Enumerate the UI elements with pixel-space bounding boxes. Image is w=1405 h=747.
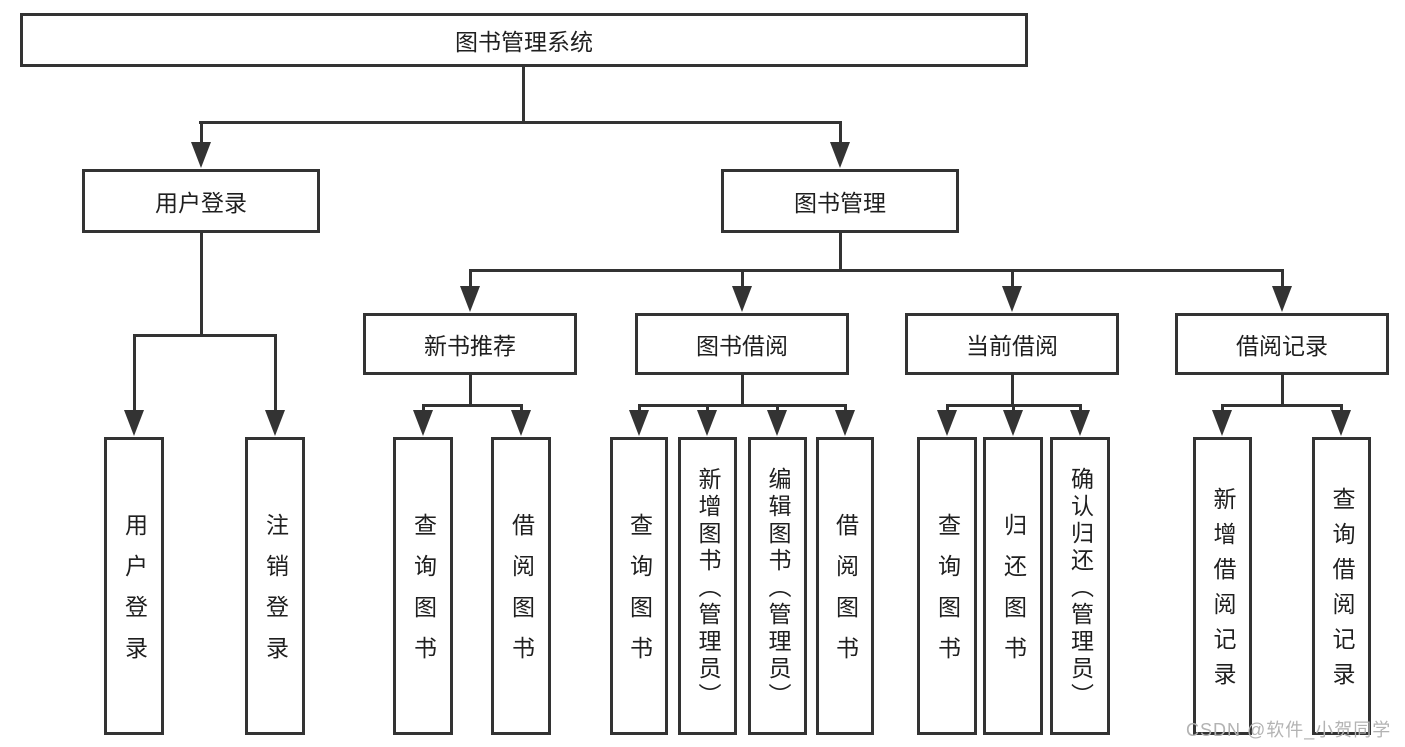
edge-book-management-stem	[839, 233, 842, 271]
leaf-bb-query-books-label: 查询图书	[626, 513, 653, 677]
node-current-borrowing-label: 当前借阅	[966, 333, 1058, 359]
arrow-leaf-logout	[265, 410, 285, 436]
arrow-cb-return-book	[1003, 410, 1023, 436]
node-book-borrowing-label: 图书借阅	[696, 333, 788, 359]
edge-borrowing-records-stem	[1281, 375, 1284, 406]
csdn-watermark: CSDN @软件_小贺同学	[1186, 720, 1392, 740]
edge-level1-connector	[199, 121, 842, 124]
node-book-management: 图书管理	[721, 169, 959, 233]
edge-book-borrowing-connector	[639, 404, 845, 407]
edge-drop-borrowing-records	[1281, 269, 1284, 289]
edge-user-login-stem	[200, 233, 203, 336]
leaf-user-login-label: 用户登录	[121, 513, 148, 677]
leaf-nbr-borrow-books-label: 借阅图书	[508, 513, 535, 677]
node-new-book-recommend: 新书推荐	[363, 313, 577, 375]
node-book-management-label: 图书管理	[794, 190, 886, 216]
arrow-new-book-recommend	[460, 286, 480, 312]
leaf-bb-query-books: 查询图书	[610, 437, 668, 735]
leaf-cb-confirm-return-admin: 确认归还（管理员）	[1050, 437, 1110, 735]
leaf-br-query-borrow-record: 查询借阅记录	[1312, 437, 1371, 735]
node-new-book-recommend-label: 新书推荐	[424, 333, 516, 359]
edge-level2-connector	[470, 269, 1282, 272]
edge-drop-user-login	[200, 121, 203, 147]
edge-drop-book-management	[839, 121, 842, 147]
leaf-br-add-borrow-record-label: 新增借阅记录	[1210, 487, 1236, 697]
arrow-cb-query-books	[937, 410, 957, 436]
leaf-cb-return-book: 归还图书	[983, 437, 1043, 735]
leaf-bb-borrow-books-label: 借阅图书	[832, 513, 859, 677]
edge-root-stem	[522, 67, 525, 123]
leaf-cb-query-books: 查询图书	[917, 437, 977, 735]
arrow-current-borrowing	[1002, 286, 1022, 312]
leaf-cb-return-book-label: 归还图书	[1000, 513, 1027, 677]
arrow-nbr-query-books	[413, 410, 433, 436]
leaf-logout-login-label: 注销登录	[262, 513, 289, 677]
edge-current-borrowing-stem	[1011, 375, 1014, 406]
leaf-bb-edit-book-admin-label: 编辑图书（管理员）	[765, 466, 791, 710]
node-current-borrowing: 当前借阅	[905, 313, 1119, 375]
leaf-nbr-query-books-label: 查询图书	[410, 513, 437, 677]
arrow-book-management	[830, 142, 850, 168]
node-book-borrowing: 图书借阅	[635, 313, 849, 375]
arrow-leaf-user-login	[124, 410, 144, 436]
edge-user-login-connector	[134, 334, 275, 337]
arrow-borrowing-records	[1272, 286, 1292, 312]
arrow-br-query-record	[1331, 410, 1351, 436]
leaf-br-query-borrow-record-label: 查询借阅记录	[1329, 487, 1355, 697]
leaf-logout-login: 注销登录	[245, 437, 305, 735]
edge-drop-new-book-recommend	[469, 269, 472, 289]
arrow-bb-add-book	[697, 410, 717, 436]
node-user-login: 用户登录	[82, 169, 320, 233]
edge-drop-book-borrowing	[741, 269, 744, 289]
edge-new-book-recommend-connector	[423, 404, 521, 407]
edge-new-book-recommend-stem	[469, 375, 472, 406]
arrow-bb-query-books	[629, 410, 649, 436]
node-borrowing-records-label: 借阅记录	[1236, 333, 1328, 359]
edge-borrowing-records-connector	[1222, 404, 1341, 407]
leaf-bb-add-book-admin-label: 新增图书（管理员）	[695, 466, 721, 710]
arrow-book-borrowing	[732, 286, 752, 312]
leaf-bb-borrow-books: 借阅图书	[816, 437, 874, 735]
arrow-cb-confirm-return	[1070, 410, 1090, 436]
edge-drop-current-borrowing	[1011, 269, 1014, 289]
arrow-br-add-record	[1212, 410, 1232, 436]
node-borrowing-records: 借阅记录	[1175, 313, 1389, 375]
edge-drop-leaf-user-login	[133, 334, 136, 411]
leaf-bb-edit-book-admin: 编辑图书（管理员）	[748, 437, 807, 735]
node-library-system-label: 图书管理系统	[455, 29, 593, 55]
edge-book-borrowing-stem	[741, 375, 744, 406]
arrow-user-login	[191, 142, 211, 168]
leaf-cb-confirm-return-admin-label: 确认归还（管理员）	[1067, 466, 1094, 710]
leaf-nbr-query-books: 查询图书	[393, 437, 453, 735]
node-user-login-label: 用户登录	[155, 190, 247, 216]
arrow-bb-edit-book	[767, 410, 787, 436]
leaf-bb-add-book-admin: 新增图书（管理员）	[678, 437, 737, 735]
node-library-system: 图书管理系统	[20, 13, 1028, 67]
leaf-cb-query-books-label: 查询图书	[934, 513, 961, 677]
leaf-br-add-borrow-record: 新增借阅记录	[1193, 437, 1252, 735]
arrow-bb-borrow-books	[835, 410, 855, 436]
arrow-nbr-borrow-books	[511, 410, 531, 436]
leaf-user-login: 用户登录	[104, 437, 164, 735]
edge-drop-leaf-logout	[274, 334, 277, 411]
leaf-nbr-borrow-books: 借阅图书	[491, 437, 551, 735]
